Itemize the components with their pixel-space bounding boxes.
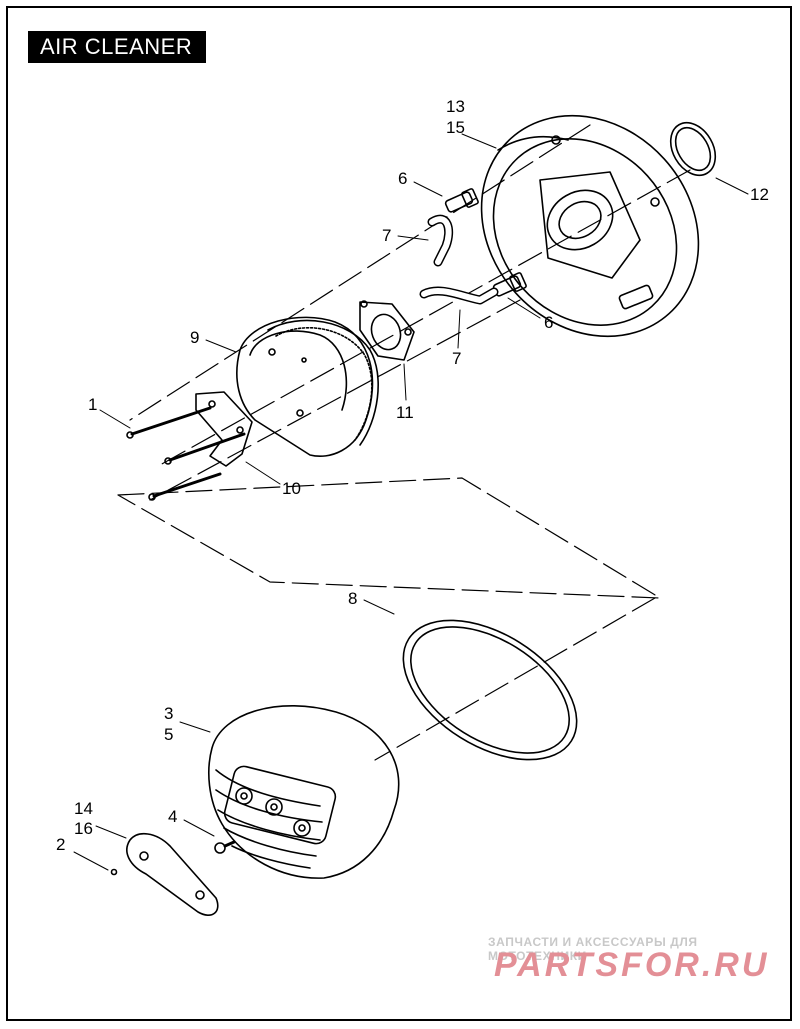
callout-13: 13 [446, 97, 465, 116]
backplate-gasket [359, 300, 415, 361]
diagram-frame [6, 6, 792, 1021]
filter-bracket [195, 391, 253, 467]
callout-12: 12 [750, 185, 769, 204]
callout-10: 10 [282, 479, 301, 498]
callout-4: 4 [168, 807, 177, 826]
callout-7-upper: 7 [382, 226, 391, 245]
callout-11: 11 [396, 403, 414, 422]
callout-15: 15 [446, 118, 465, 137]
callout-8: 8 [348, 589, 357, 608]
callout-1: 1 [88, 395, 97, 414]
cover-trim [126, 833, 219, 916]
callout-6-lower: 6 [544, 313, 553, 332]
ring-seal [669, 121, 717, 177]
callout-2: 2 [56, 835, 65, 854]
cover-seal [402, 619, 578, 761]
filter-element [236, 316, 379, 457]
watermark-tagline: ЗАПЧАСТИ И АКСЕССУАРЫ ДЛЯ МОТОТЕХНИКИ [488, 935, 698, 963]
backplate [480, 114, 700, 338]
callout-9: 9 [190, 328, 199, 347]
watermark-logo: PARTSFOR.RU [494, 946, 770, 984]
diagram-title: AIR CLEANER [28, 31, 206, 63]
leader-lines [73, 133, 749, 871]
cover-screw [214, 840, 236, 854]
callout-5: 5 [164, 725, 173, 744]
callouts: 13 15 12 6 7 6 7 11 9 1 10 8 3 5 4 14 16… [56, 97, 769, 854]
breather-bolt-upper [444, 188, 479, 213]
breather-hose-lower [419, 286, 499, 305]
trim-screw [110, 868, 118, 876]
callout-16: 16 [74, 819, 93, 838]
air-cleaner-cover [208, 705, 400, 879]
callout-7-lower: 7 [452, 349, 461, 368]
breather-hose-upper [427, 214, 454, 267]
filter-screws [126, 406, 246, 501]
callout-14: 14 [74, 799, 93, 818]
callout-6-upper: 6 [398, 169, 407, 188]
callout-3: 3 [164, 704, 173, 723]
